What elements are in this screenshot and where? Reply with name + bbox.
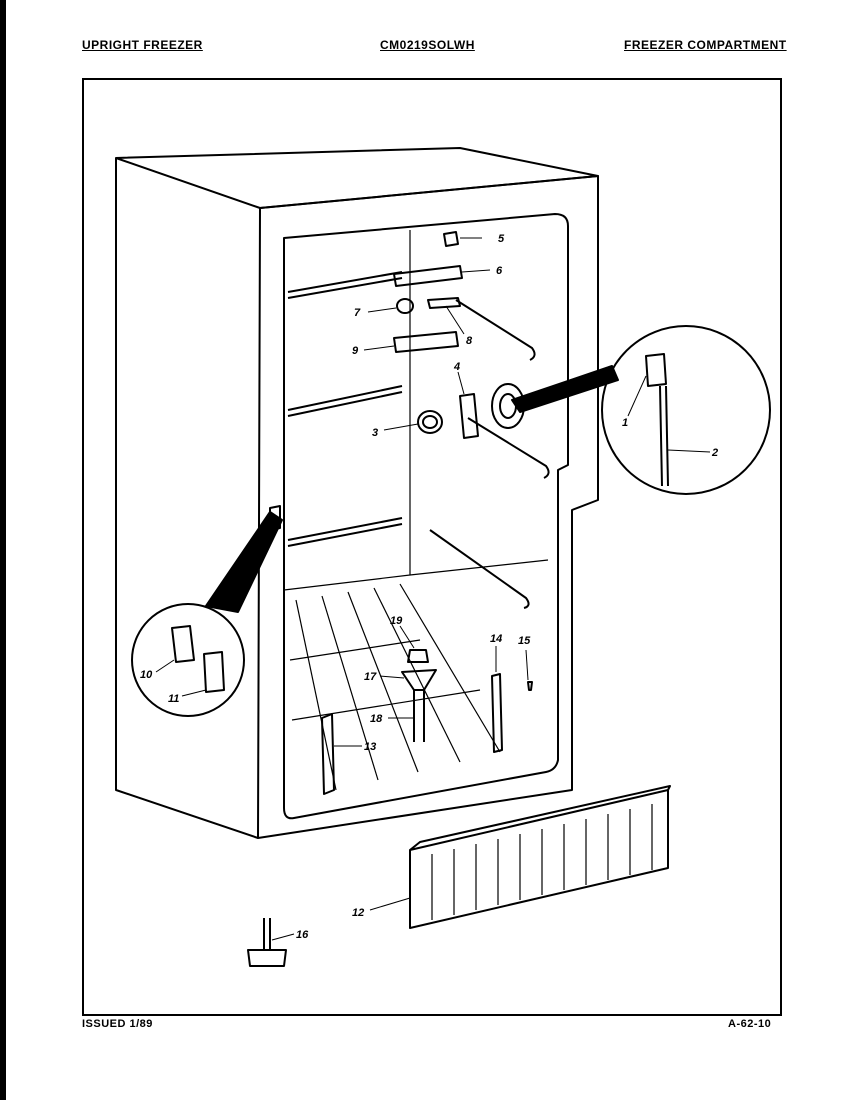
leader-4 [457, 371, 465, 395]
cabinet-left-side [115, 158, 259, 839]
callout-18: 18 [370, 713, 383, 725]
part-19-cap [407, 649, 429, 663]
floor-slat [399, 583, 501, 753]
leader-10 [155, 659, 175, 673]
callout-9: 9 [352, 345, 359, 357]
part-7-clip [396, 298, 414, 314]
part-3-knob [417, 410, 443, 434]
leader-1 [627, 375, 647, 417]
callout-17: 17 [364, 671, 377, 683]
header-model-number: CM0219SOLWH [380, 38, 475, 52]
leader-9 [363, 345, 395, 351]
part-16-leg-foot [247, 949, 287, 967]
part-15-screw [527, 681, 533, 691]
liner-opening [283, 213, 569, 820]
part-13-support [321, 713, 335, 795]
part-12-grille-top [409, 785, 671, 851]
leader-12 [369, 897, 411, 911]
callout-19: 19 [390, 615, 403, 627]
callout-8: 8 [466, 335, 473, 347]
header-left-title: UPRIGHT FREEZER [82, 38, 203, 52]
leader-19 [399, 625, 415, 649]
detail-circle-left [131, 603, 245, 717]
footer-issued-date: ISSUED 1/89 [82, 1018, 153, 1030]
callout-10: 10 [140, 669, 153, 681]
callout-11: 11 [168, 693, 179, 705]
leader-17 [379, 675, 405, 679]
part-6-bracket [393, 265, 463, 287]
thermostat-port-inner [499, 393, 517, 419]
leader-8 [445, 305, 465, 335]
callout-6: 6 [496, 265, 503, 277]
callout-3: 3 [372, 427, 378, 439]
part-3-knob-inner [422, 415, 438, 429]
floor-slat [291, 689, 481, 721]
detail-circle-right [601, 325, 771, 495]
shelf-rail-left [287, 385, 403, 417]
callout-4: 4 [453, 361, 460, 373]
floor-slat [295, 599, 337, 791]
part-10-latch [171, 625, 195, 663]
shelf-rail-right [455, 299, 536, 361]
part-9-tray [393, 331, 459, 353]
leader-3 [383, 423, 419, 431]
part-2-capillary [659, 385, 669, 487]
leader-16 [271, 933, 295, 941]
part-5-cap [443, 231, 459, 247]
leader-11 [181, 689, 207, 697]
callout-7: 7 [354, 307, 361, 319]
callout-12: 12 [352, 907, 364, 919]
floor-slat [347, 591, 419, 773]
leader-15 [525, 649, 529, 681]
part-11-strike [203, 651, 225, 693]
shelf-rail-right [467, 417, 550, 479]
part-8-sensor [427, 297, 461, 309]
shelf-rail-left [287, 517, 403, 547]
scan-edge-bar [0, 0, 6, 1100]
leader-2 [667, 449, 711, 453]
part-16-leg-stem [263, 918, 271, 950]
part-12-grille-slots [431, 804, 653, 920]
detail-circle-right-pointer [511, 365, 619, 413]
part-14-support [491, 673, 503, 753]
leader-7 [367, 307, 397, 313]
liner-back-wall [283, 230, 411, 591]
leader-6 [461, 269, 491, 273]
part-18-drain-tube [413, 690, 425, 742]
footer-page-code: A-62-10 [728, 1018, 772, 1030]
callout-13: 13 [364, 741, 376, 753]
shelf-rail-left [287, 271, 403, 299]
shelf-rail-right [429, 529, 530, 609]
floor-slat [373, 587, 461, 763]
floor-slat [289, 639, 421, 661]
part-4-plate [459, 393, 479, 439]
callout-15: 15 [518, 635, 531, 647]
callout-5: 5 [498, 233, 505, 245]
callout-14: 14 [490, 633, 502, 645]
detail-circle-left-pointer [205, 511, 283, 613]
callout-2: 2 [711, 447, 718, 459]
liner-floor-back [409, 559, 549, 576]
callout-1: 1 [622, 417, 628, 429]
diagram-frame [82, 78, 782, 1016]
header-section-title: FREEZER COMPARTMENT [624, 38, 787, 52]
part-12-grille [409, 789, 669, 929]
callout-16: 16 [296, 929, 309, 941]
cabinet-front-face [257, 175, 599, 839]
floor-slat [321, 595, 379, 781]
part-1-thermostat [645, 353, 667, 387]
